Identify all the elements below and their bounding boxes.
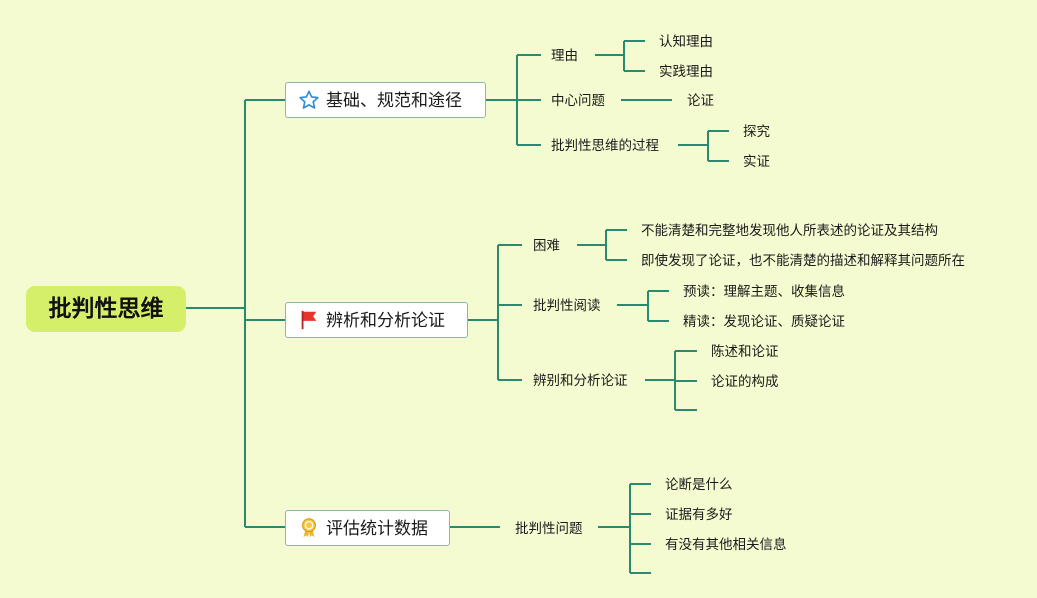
leaf-other-info[interactable]: 有没有其他相关信息 (665, 537, 787, 553)
leaf-what-is-claim[interactable]: 论断是什么 (665, 477, 733, 493)
subtopic-critical-questions[interactable]: 批判性问题 (515, 521, 583, 537)
subtopic-reasons[interactable]: 理由 (551, 48, 578, 64)
connector-b0-s2-leaves (678, 130, 729, 162)
leaf-difficulty-2[interactable]: 即使发现了论证，也不能清楚的描述和解释其问题所在 (641, 253, 965, 269)
branch-argument-analysis[interactable]: 辨析和分析论证 (285, 302, 468, 338)
award-ribbon-icon (298, 516, 320, 538)
leaf-statement-and-argument[interactable]: 陈述和论证 (711, 344, 779, 360)
leaf-close-reading[interactable]: 精读：发现论证、质疑论证 (683, 314, 845, 330)
leaf-cognitive-reasons[interactable]: 认知理由 (659, 34, 713, 50)
leaf-practical-reasons[interactable]: 实践理由 (659, 64, 713, 80)
leaf-inquiry[interactable]: 探究 (743, 124, 770, 140)
branch-label: 基础、规范和途径 (326, 91, 462, 111)
branch-statistics[interactable]: 评估统计数据 (285, 510, 450, 546)
branch-foundations[interactable]: 基础、规范和途径 (285, 82, 486, 118)
leaf-preview-reading[interactable]: 预读：理解主题、收集信息 (683, 284, 845, 300)
connector-b1-s1-leaves (617, 290, 669, 322)
star-icon (298, 88, 320, 110)
root-topic[interactable]: 批判性思维 (26, 286, 186, 332)
leaf-difficulty-1[interactable]: 不能清楚和完整地发现他人所表述的论证及其结构 (641, 223, 938, 239)
leaf-argument[interactable]: 论证 (687, 93, 714, 109)
subtopic-central-question[interactable]: 中心问题 (551, 93, 605, 109)
subtopic-difficulties[interactable]: 困难 (533, 238, 560, 254)
connector-b1-s0-leaves (577, 229, 627, 261)
connector-b2-s0-leaves (598, 483, 651, 574)
connector-b0-s0-leaves (595, 40, 645, 72)
leaf-argument-structure[interactable]: 论证的构成 (711, 374, 779, 390)
leaf-verification[interactable]: 实证 (743, 154, 770, 170)
subtopic-critical-reading[interactable]: 批判性阅读 (533, 298, 601, 314)
subtopic-process[interactable]: 批判性思维的过程 (551, 138, 659, 154)
branch-label: 辨析和分析论证 (326, 311, 445, 331)
subtopic-identify-arguments[interactable]: 辨别和分析论证 (533, 373, 628, 389)
leaf-evidence-quality[interactable]: 证据有多好 (665, 507, 733, 523)
red-flag-icon (298, 308, 320, 330)
branch-label: 评估统计数据 (326, 519, 428, 539)
connector-b1-s2-leaves (645, 350, 697, 411)
